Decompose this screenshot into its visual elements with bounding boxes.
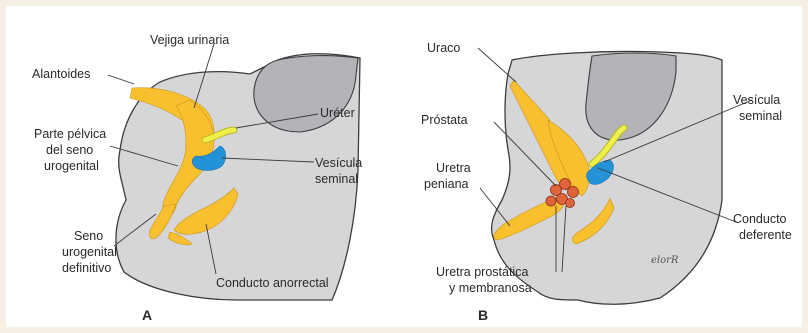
prostate-lobe: [566, 199, 575, 208]
fig-a-label-anorrectal: Conducto anorrectal: [216, 276, 329, 290]
fig-b-label-prostatica-2: y membranosa: [449, 281, 532, 295]
fig-b-letter: B: [478, 307, 488, 323]
fig-a-label-parte-pelvica-2: del seno: [46, 143, 93, 157]
fig-a-label-seno-3: definitivo: [62, 261, 111, 275]
prostate-lobe: [568, 187, 579, 198]
fig-a-label-vesicula-1: Vesícula: [315, 156, 362, 170]
fig-a-label-seno-2: urogenital: [62, 245, 117, 259]
artist-signature: elorR: [651, 255, 679, 266]
fig-a-label-vejiga: Vejiga urinaria: [150, 33, 229, 47]
fig-a-letter: A: [142, 307, 152, 323]
fig-a-label-alantoides: Alantoides: [32, 67, 90, 81]
fig-a-label-parte-pelvica-1: Parte pélvica: [34, 127, 106, 141]
fig-b-label-uretra-peniana-1: Uretra: [436, 161, 471, 175]
fig-a-label-ureter: Uréter: [320, 106, 355, 120]
fig-a-label-parte-pelvica-3: urogenital: [44, 159, 99, 173]
fig-b-label-prostata: Próstata: [421, 113, 468, 127]
fig-b-label-uretra-peniana-2: peniana: [424, 177, 469, 191]
fig-b-label-deferente-1: Conducto: [733, 212, 787, 226]
fig-a-label-vesicula-2: seminal: [315, 172, 358, 186]
figure-b: Uraco Próstata Uretra peniana Vesícula s…: [421, 41, 792, 323]
fig-b-label-prostatica-1: Uretra prostática: [436, 265, 528, 279]
fig-a-label-seno-1: Seno: [74, 229, 103, 243]
fig-b-label-vesicula-1: Vesícula: [733, 93, 780, 107]
fig-b-label-vesicula-2: seminal: [739, 109, 782, 123]
prostate-lobe: [546, 196, 556, 206]
fig-b-label-uraco: Uraco: [427, 41, 460, 55]
figure-a: Vejiga urinaria Alantoides Uréter Parte …: [32, 33, 362, 323]
fig-b-label-deferente-2: deferente: [739, 228, 792, 242]
fig-a-lead-alantoides: [108, 75, 134, 84]
